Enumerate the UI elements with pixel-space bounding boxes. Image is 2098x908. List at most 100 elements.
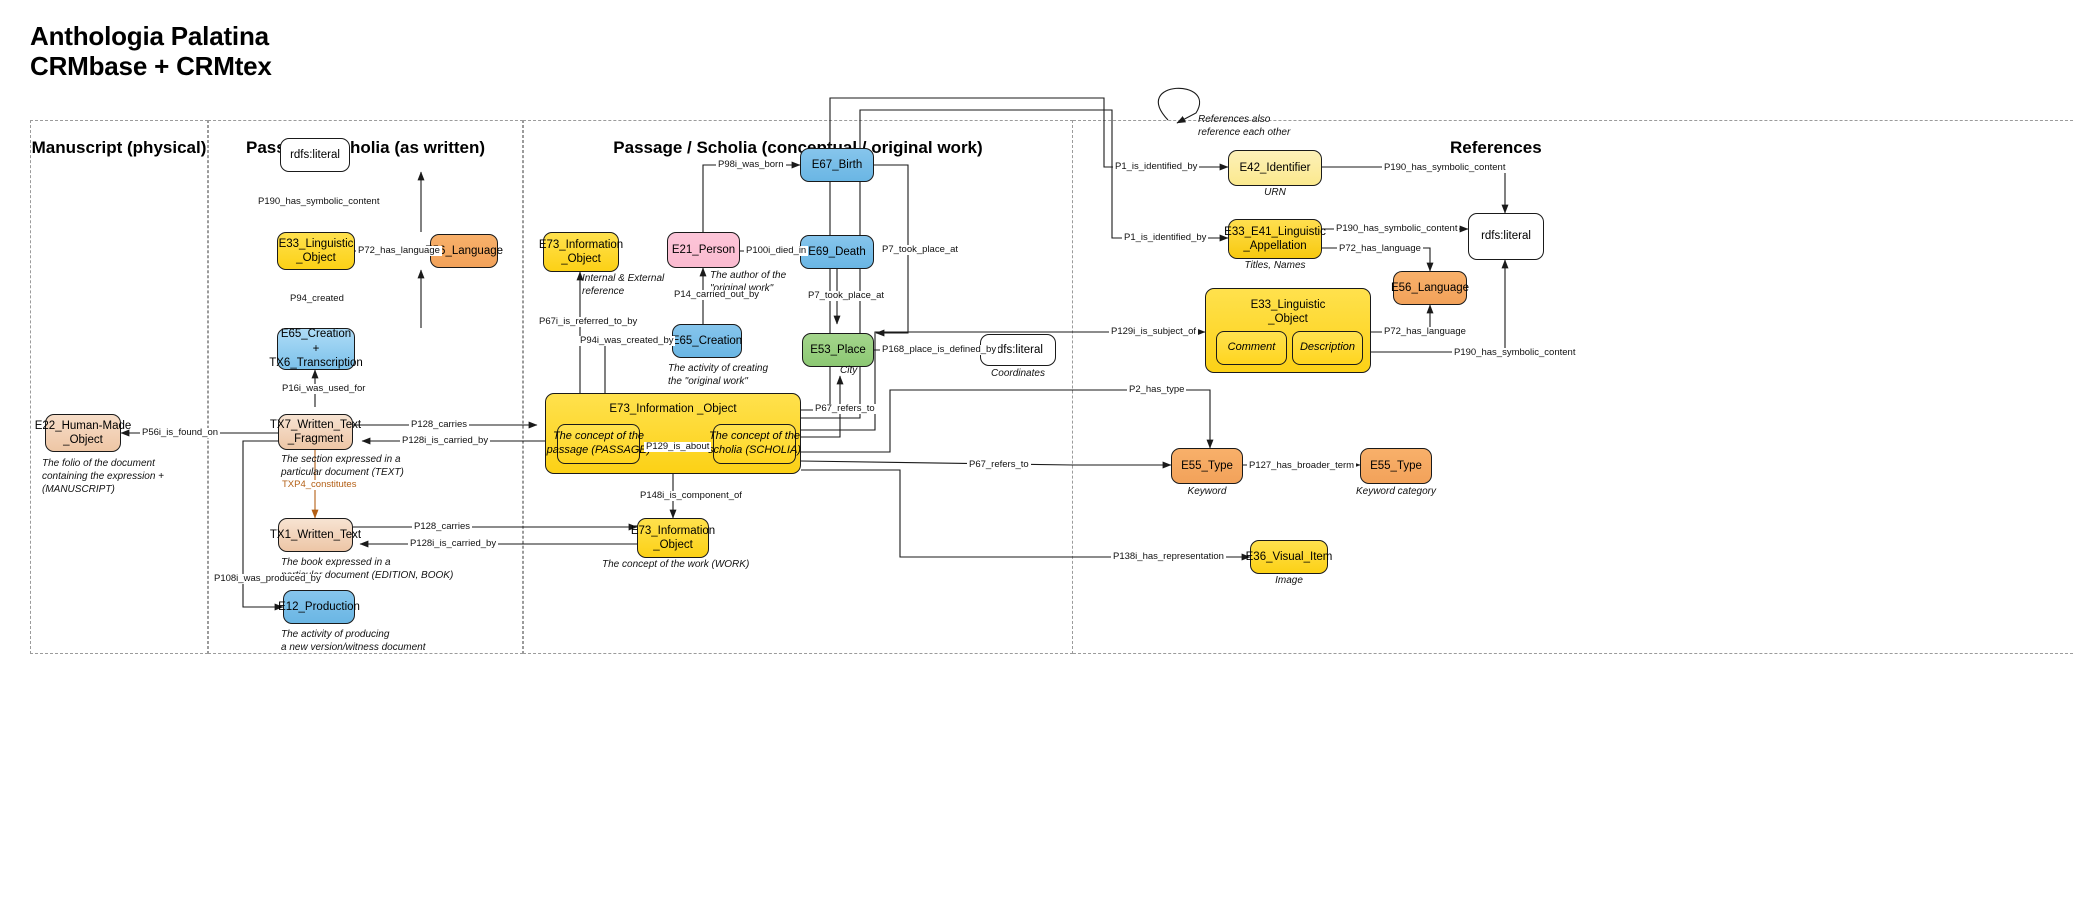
edge-label-p168: P168_place_is_defined_by [880,344,999,355]
node-label: rdfs:literal [1481,230,1531,243]
edge-label-p100i: P100i_died_in [744,245,809,256]
node-e22-human-made-object[interactable]: E22_Human-Made _Object [35,414,131,452]
node-concept-scholia[interactable]: The concept of the scholia (SCHOLIA) [708,424,801,464]
edge-label-p67-refers-keyword: P67_refers_to [967,459,1031,470]
node-label: TX7_Written_Text _Fragment [269,418,362,445]
edge-label-p72-3: P72_has_language [1382,326,1468,337]
node-label: E21_Person [671,243,736,256]
edge-label-p190-4: P190_has_symbolic_content [1452,347,1578,358]
node-label: E53_Place [810,343,866,356]
lane-references [1073,120,2073,654]
lane-title-as-written: Passage / Scholia (as written) [245,138,486,157]
caption-e55-type-keyword: Keyword [1187,486,1227,497]
lane-manuscript [30,120,208,654]
node-label: E33_Linguistic _Object [278,237,354,264]
node-label: E73_Information _Object [630,524,716,551]
node-label: E36_Visual_Item [1245,550,1333,563]
edge-label-p2-has-type: P2_has_type [1127,384,1187,395]
node-tx7-written-text-fragment[interactable]: TX7_Written_Text _Fragment [270,414,361,450]
edge-label-p138i: P138i_has_representation [1111,551,1226,562]
edge-label-p94i: P94i_was_created_by [578,335,676,346]
node-rdfs-literal-references[interactable]: rdfs:literal [1468,213,1544,260]
edge-label-txp4-constitutes: TXP4_constitutes [280,479,359,490]
edge-label-p72-1: P72_has_language [356,245,442,256]
node-e69-death[interactable]: E69_Death [800,235,874,269]
edge-label-p67-refers-place: P67_refers_to [813,403,877,414]
node-e55-type-keyword-category[interactable]: E55_Type [1360,448,1432,484]
edge-label-p128-carries-1: P128_carries [409,419,469,430]
edge-label-p7-2: P7_took_place_at [806,290,887,301]
node-e67-birth[interactable]: E67_Birth [800,148,874,182]
caption-e21-person: The author of the "original work" [710,270,787,294]
edge-label-p190-2: P190_has_symbolic_content [1382,162,1508,173]
node-e53-place[interactable]: E53_Place [802,333,874,367]
edge-label-p98i: P98i_was_born [716,159,786,170]
node-tx1-written-text[interactable]: TX1_Written_Text [270,518,361,552]
edge-label-p16i: P16i_was_used_for [280,383,368,394]
node-label: E12_Production [278,600,360,613]
node-label: E67_Birth [811,158,863,171]
edge-label-p190-3: P190_has_symbolic_content [1334,223,1460,234]
lane-title-manuscript: Manuscript (physical) [31,138,207,157]
edge-label-p190-1: P190_has_symbolic_content [256,196,382,207]
caption-e42-identifier: URN [1264,187,1286,198]
caption-e33-e41-linguistic-appellation: Titles, Names [1244,260,1306,271]
edge-label-p129-is-about: P129_is_about [644,441,712,452]
node-label: The concept of the passage (PASSAGE) [546,430,651,456]
caption-e22-human-made-object: The folio of the document containing the… [42,458,165,495]
node-e73-information-object-work[interactable]: E73_Information _Object [631,518,715,558]
node-e42-identifier[interactable]: E42_Identifier [1228,150,1322,186]
lane-title-references: References [1450,138,1542,157]
edge-label-p56i: P56i_is_found_on [140,427,221,438]
node-label: TX1_Written_Text [269,528,362,541]
node-e33-e41-linguistic-appellation[interactable]: E33_E41_Linguistic _Appellation [1224,219,1326,259]
caption-e36-visual-item: Image [1275,575,1303,586]
node-e56-language-2[interactable]: E56_Language [1390,271,1470,305]
node-label: E65_Creation + TX6_Transcription [269,328,363,370]
page-title: Anthologia Palatina CRMbase + CRMtex [30,21,272,81]
node-e73-information-object-reference[interactable]: E73_Information _Object [539,232,623,272]
node-label: E56_Language [424,244,504,257]
edge-label-p94-created: P94_created [288,293,346,304]
node-e12-production[interactable]: E12_Production [278,590,360,624]
node-rdfs-literal-as-written[interactable]: rdfs:literal [280,138,350,172]
edge-label-p7-1: P7_took_place_at [880,244,961,255]
node-comment[interactable]: Comment [1216,331,1287,365]
node-label: E55_Type [1181,459,1233,472]
edge-label-p72-2: P72_has_language [1337,243,1423,254]
node-e36-visual-item[interactable]: E36_Visual_Item [1246,540,1332,574]
node-e33-linguistic-object[interactable]: E33_Linguistic _Object [277,232,355,270]
edge-label-p14: P14_carried_out_by [672,289,762,300]
lane-as-written [208,120,523,654]
node-label: E69_Death [808,245,866,258]
edge-label-p128i-2: P128i_is_carried_by [408,538,499,549]
edge-label-p129i: P129i_is_subject_of [1109,326,1199,337]
edge-label-p67i: P67i_is_referred_to_by [537,316,640,327]
lane-conceptual [523,120,1073,654]
caption-tx7-written-text-fragment: The section expressed in a particular do… [281,454,404,478]
node-label: E22_Human-Made _Object [34,419,132,446]
node-label: Comment [1227,341,1276,354]
node-e65-creation-tx6-transcription[interactable]: E65_Creation + TX6_Transcription [269,328,363,370]
node-label: rdfs:literal [290,148,340,161]
node-label: E42_Identifier [1239,161,1311,174]
edge-label-p128i-1: P128i_is_carried_by [400,435,491,446]
caption-e73-information-object-reference: Internal & External reference [582,273,665,297]
edge-label-p1-1: P1_is_identified_by [1113,161,1200,172]
node-e55-type-keyword[interactable]: E55_Type [1171,448,1243,484]
edge-label-p108i: P108i_was_produced_by [212,573,323,584]
node-label: E55_Type [1370,459,1422,472]
node-e21-person[interactable]: E21_Person [667,232,740,268]
node-label: E73_Information _Object [538,238,624,265]
node-e65-creation[interactable]: E65_Creation [672,324,742,358]
node-label: The concept of the scholia (SCHOLIA) [708,430,801,456]
lane-title-conceptual: Passage / Scholia (conceptual / original… [613,138,983,157]
edge-label-p1-2: P1_is_identified_by [1122,232,1209,243]
node-label: E56_Language [1390,281,1470,294]
node-label: rdfs:literal [993,343,1043,356]
node-concept-passage[interactable]: The concept of the passage (PASSAGE) [547,424,650,464]
node-description[interactable]: Description [1292,331,1363,365]
caption-e73-information-object-work: The concept of the work (WORK) [602,559,750,570]
node-label: Description [1299,341,1356,354]
